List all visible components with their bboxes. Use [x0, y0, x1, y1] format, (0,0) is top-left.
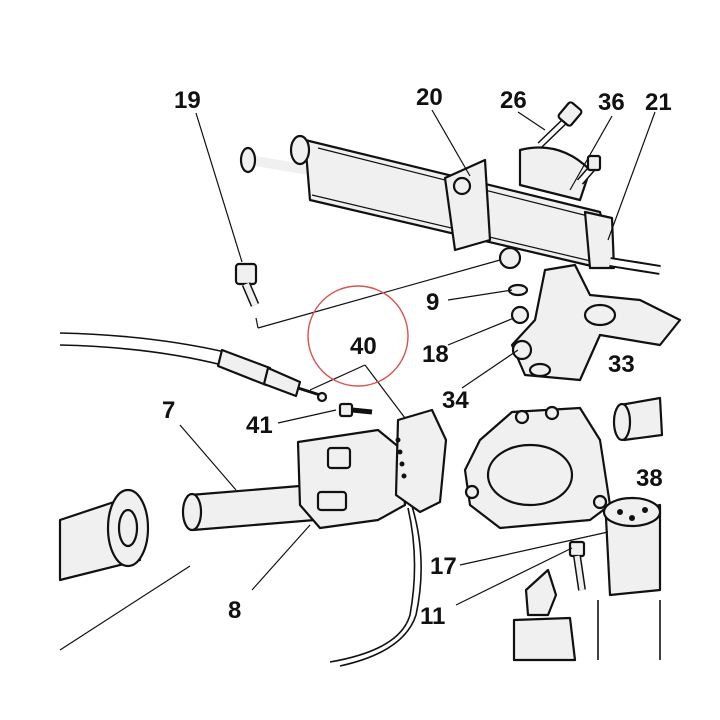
label-18: 18	[422, 341, 449, 368]
switch-housing	[296, 428, 422, 667]
label-21: 21	[645, 89, 672, 116]
label-17: 17	[430, 553, 457, 580]
label-11: 11	[420, 603, 445, 630]
handlebar-clamp	[463, 405, 612, 530]
label-38: 38	[636, 465, 663, 492]
label-33: 33	[608, 351, 635, 378]
label-9: 9	[426, 289, 439, 316]
label-7: 7	[162, 397, 175, 424]
label-34: 34	[442, 387, 469, 414]
leader-lines	[179, 109, 656, 606]
damper-bracket	[507, 263, 682, 382]
bolt-26	[537, 101, 583, 148]
fork-top-38	[597, 496, 662, 660]
bolt-36	[576, 154, 602, 185]
label-26: 26	[500, 87, 527, 114]
label-8: 8	[228, 597, 241, 624]
label-20: 20	[416, 84, 443, 111]
throttle-drum	[394, 408, 448, 514]
steering-damper	[239, 134, 661, 275]
label-40: 40	[350, 333, 377, 360]
throttle-cable	[59, 332, 328, 403]
bolt-11	[512, 540, 586, 662]
callout-labels: 19 20 26 36 21 9 18 34 40 33 7 41 38 17 …	[162, 84, 672, 630]
bolt-19	[234, 262, 260, 307]
label-19: 19	[174, 87, 201, 114]
handlebar-grip	[58, 483, 317, 651]
label-41: 41	[246, 412, 273, 439]
screw-41	[338, 402, 373, 418]
label-36: 36	[598, 89, 625, 116]
highlight-circle	[307, 285, 409, 387]
fork-tube-33	[612, 396, 664, 442]
